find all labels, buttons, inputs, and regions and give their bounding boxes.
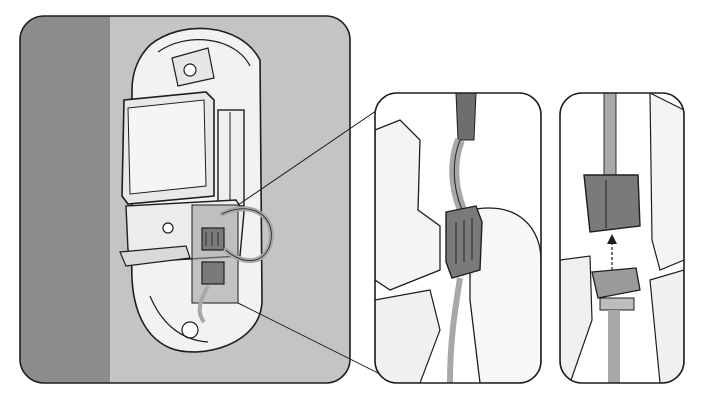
callout-line-bottom: [237, 302, 393, 381]
wire-loop-outline: [221, 208, 272, 261]
base-screw: [162, 222, 174, 234]
right-panel-border: [559, 92, 685, 384]
plate-top-screw: [183, 63, 197, 77]
flat-tab: [119, 245, 191, 267]
callout-line-top: [237, 99, 393, 206]
main-panel-border: [19, 15, 351, 384]
connector-closeup-connected: [375, 93, 541, 383]
wall-dark-strip: [20, 16, 110, 383]
lower-connector-plug: [591, 267, 641, 299]
plate-inner-rim: [157, 39, 251, 67]
battery-module-front: [127, 99, 207, 195]
cable-dark-bundle: [455, 93, 477, 141]
arrow-head: [607, 234, 617, 244]
lower-connector: [201, 261, 225, 285]
upper-connector-housing: [583, 174, 641, 233]
housing-bottom: [375, 289, 441, 383]
right-housing-top: [649, 93, 684, 271]
connector-closeup-detached: [560, 93, 684, 383]
bottom-rim: [149, 295, 209, 343]
main-device-panel: [20, 16, 350, 383]
middle-panel-border: [374, 92, 542, 384]
plug-latch: [599, 297, 635, 311]
right-housing-edge: [649, 269, 684, 383]
housing-curve: [469, 207, 541, 383]
housing-left: [375, 119, 441, 291]
right-cable-top-outline: [603, 93, 617, 175]
right-housing-bottom: [560, 255, 593, 383]
side-bracket: [217, 109, 245, 207]
lower-cable-mid: [447, 277, 463, 383]
cable-wires-mid-outline: [453, 139, 463, 211]
upper-connector: [201, 227, 225, 251]
wire-lower: [197, 285, 210, 324]
